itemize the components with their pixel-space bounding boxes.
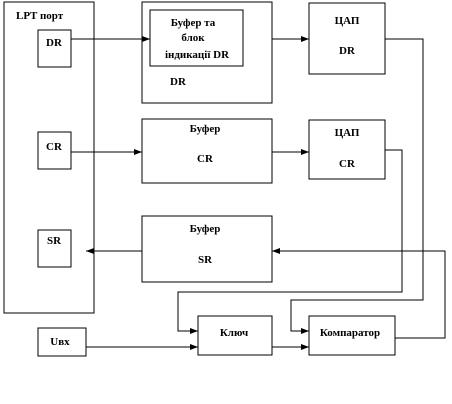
buffer-dr-line1: Буфер та (171, 17, 216, 29)
buffer-dr-line3: індикації DR (165, 49, 230, 61)
dac-dr-block (308, 2, 386, 75)
switch-block (197, 315, 273, 356)
buffer-sr-line2: SR (198, 254, 213, 266)
buffer-dr-inner-block (149, 9, 244, 67)
dr-register-label: DR (46, 37, 63, 49)
buffer-sr-line1: Буфер (190, 223, 221, 235)
dac-dr-line2: DR (339, 45, 356, 57)
u-input-block (37, 327, 87, 357)
comparator-label: Компаратор (320, 327, 380, 339)
dac-cr-to-switch-wire (177, 149, 403, 334)
lpt-port-title: LPT порт (16, 10, 64, 22)
dac-dr-to-comparator-wire (290, 38, 424, 334)
dac-cr-line2: CR (339, 158, 356, 170)
sr-register-label: SR (47, 235, 62, 247)
comparator-block (308, 315, 396, 356)
buffer-dr-line2: блок (181, 32, 205, 44)
cr-register-label: CR (46, 141, 63, 153)
u-input-label: Uвх (50, 336, 70, 348)
switch-label: Ключ (220, 327, 248, 339)
dac-dr-line1: ЦАП (335, 15, 360, 27)
buffer-dr-outer-label: DR (170, 76, 187, 88)
sr-register-box (37, 229, 72, 268)
buffer-cr-line1: Буфер (190, 123, 221, 135)
dac-cr-line1: ЦАП (335, 127, 360, 139)
dr-register-box (37, 29, 72, 68)
dac-cr-block (308, 119, 386, 180)
comparator-to-buffer-sr-wire (272, 248, 446, 339)
buffer-cr-block (141, 118, 273, 184)
buffer-cr-line2: CR (197, 153, 214, 165)
buffer-sr-block (141, 215, 273, 283)
cr-register-box (37, 131, 72, 170)
